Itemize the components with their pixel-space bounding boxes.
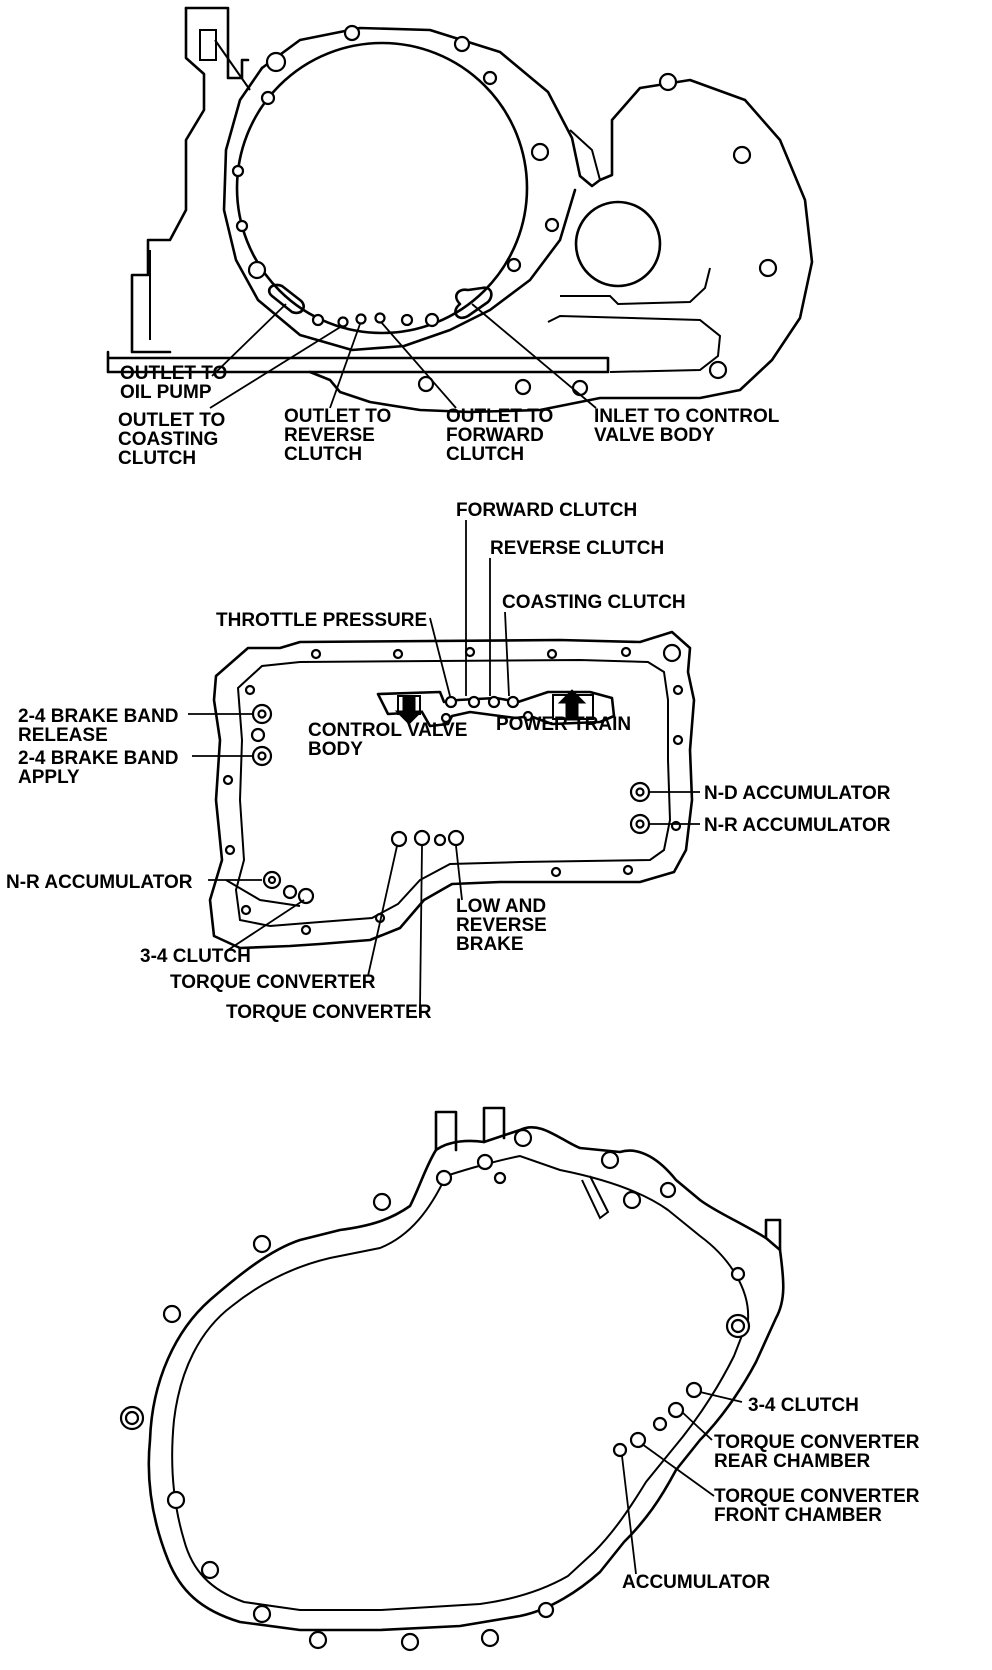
bottom-view-case — [119, 1106, 785, 1652]
label-throttle-pressure: THROTTLE PRESSURE — [216, 610, 427, 631]
top-view-leaders — [209, 303, 597, 409]
middle-view-labels: FORWARD CLUTCH REVERSE CLUTCH COASTING C… — [6, 500, 891, 1023]
middle-view-leaders — [188, 520, 700, 1009]
label-accumulator: ACCUMULATOR — [622, 1572, 770, 1593]
label-bottom-3-4-clutch: 3-4 CLUTCH — [748, 1395, 859, 1416]
top-view-ports — [267, 283, 493, 328]
label-3-4-clutch: 3-4 CLUTCH — [140, 946, 251, 967]
label-nr-accumulator-left: N-R ACCUMULATOR — [6, 872, 193, 893]
top-view-housing — [106, 6, 814, 414]
bottom-view-leaders — [621, 1391, 743, 1575]
top-view-bolt-holes — [231, 24, 778, 397]
middle-view-gasket — [208, 630, 696, 950]
label-reverse-clutch: REVERSE CLUTCH — [490, 538, 664, 559]
label-coasting-clutch: COASTING CLUTCH — [502, 592, 686, 613]
arrow-up-icon — [557, 689, 587, 721]
arrow-down-icon — [394, 695, 424, 725]
label-torque-converter-1: TORQUE CONVERTER — [170, 972, 376, 993]
bottom-view-bolt-holes — [119, 1128, 751, 1652]
label-nd-accumulator: N-D ACCUMULATOR — [704, 783, 891, 804]
label-forward-clutch: FORWARD CLUTCH — [456, 500, 637, 521]
label-torque-converter-2: TORQUE CONVERTER — [226, 1002, 432, 1023]
label-power-train: POWER TRAIN — [496, 714, 631, 735]
label-nr-accumulator-right: N-R ACCUMULATOR — [704, 815, 891, 836]
